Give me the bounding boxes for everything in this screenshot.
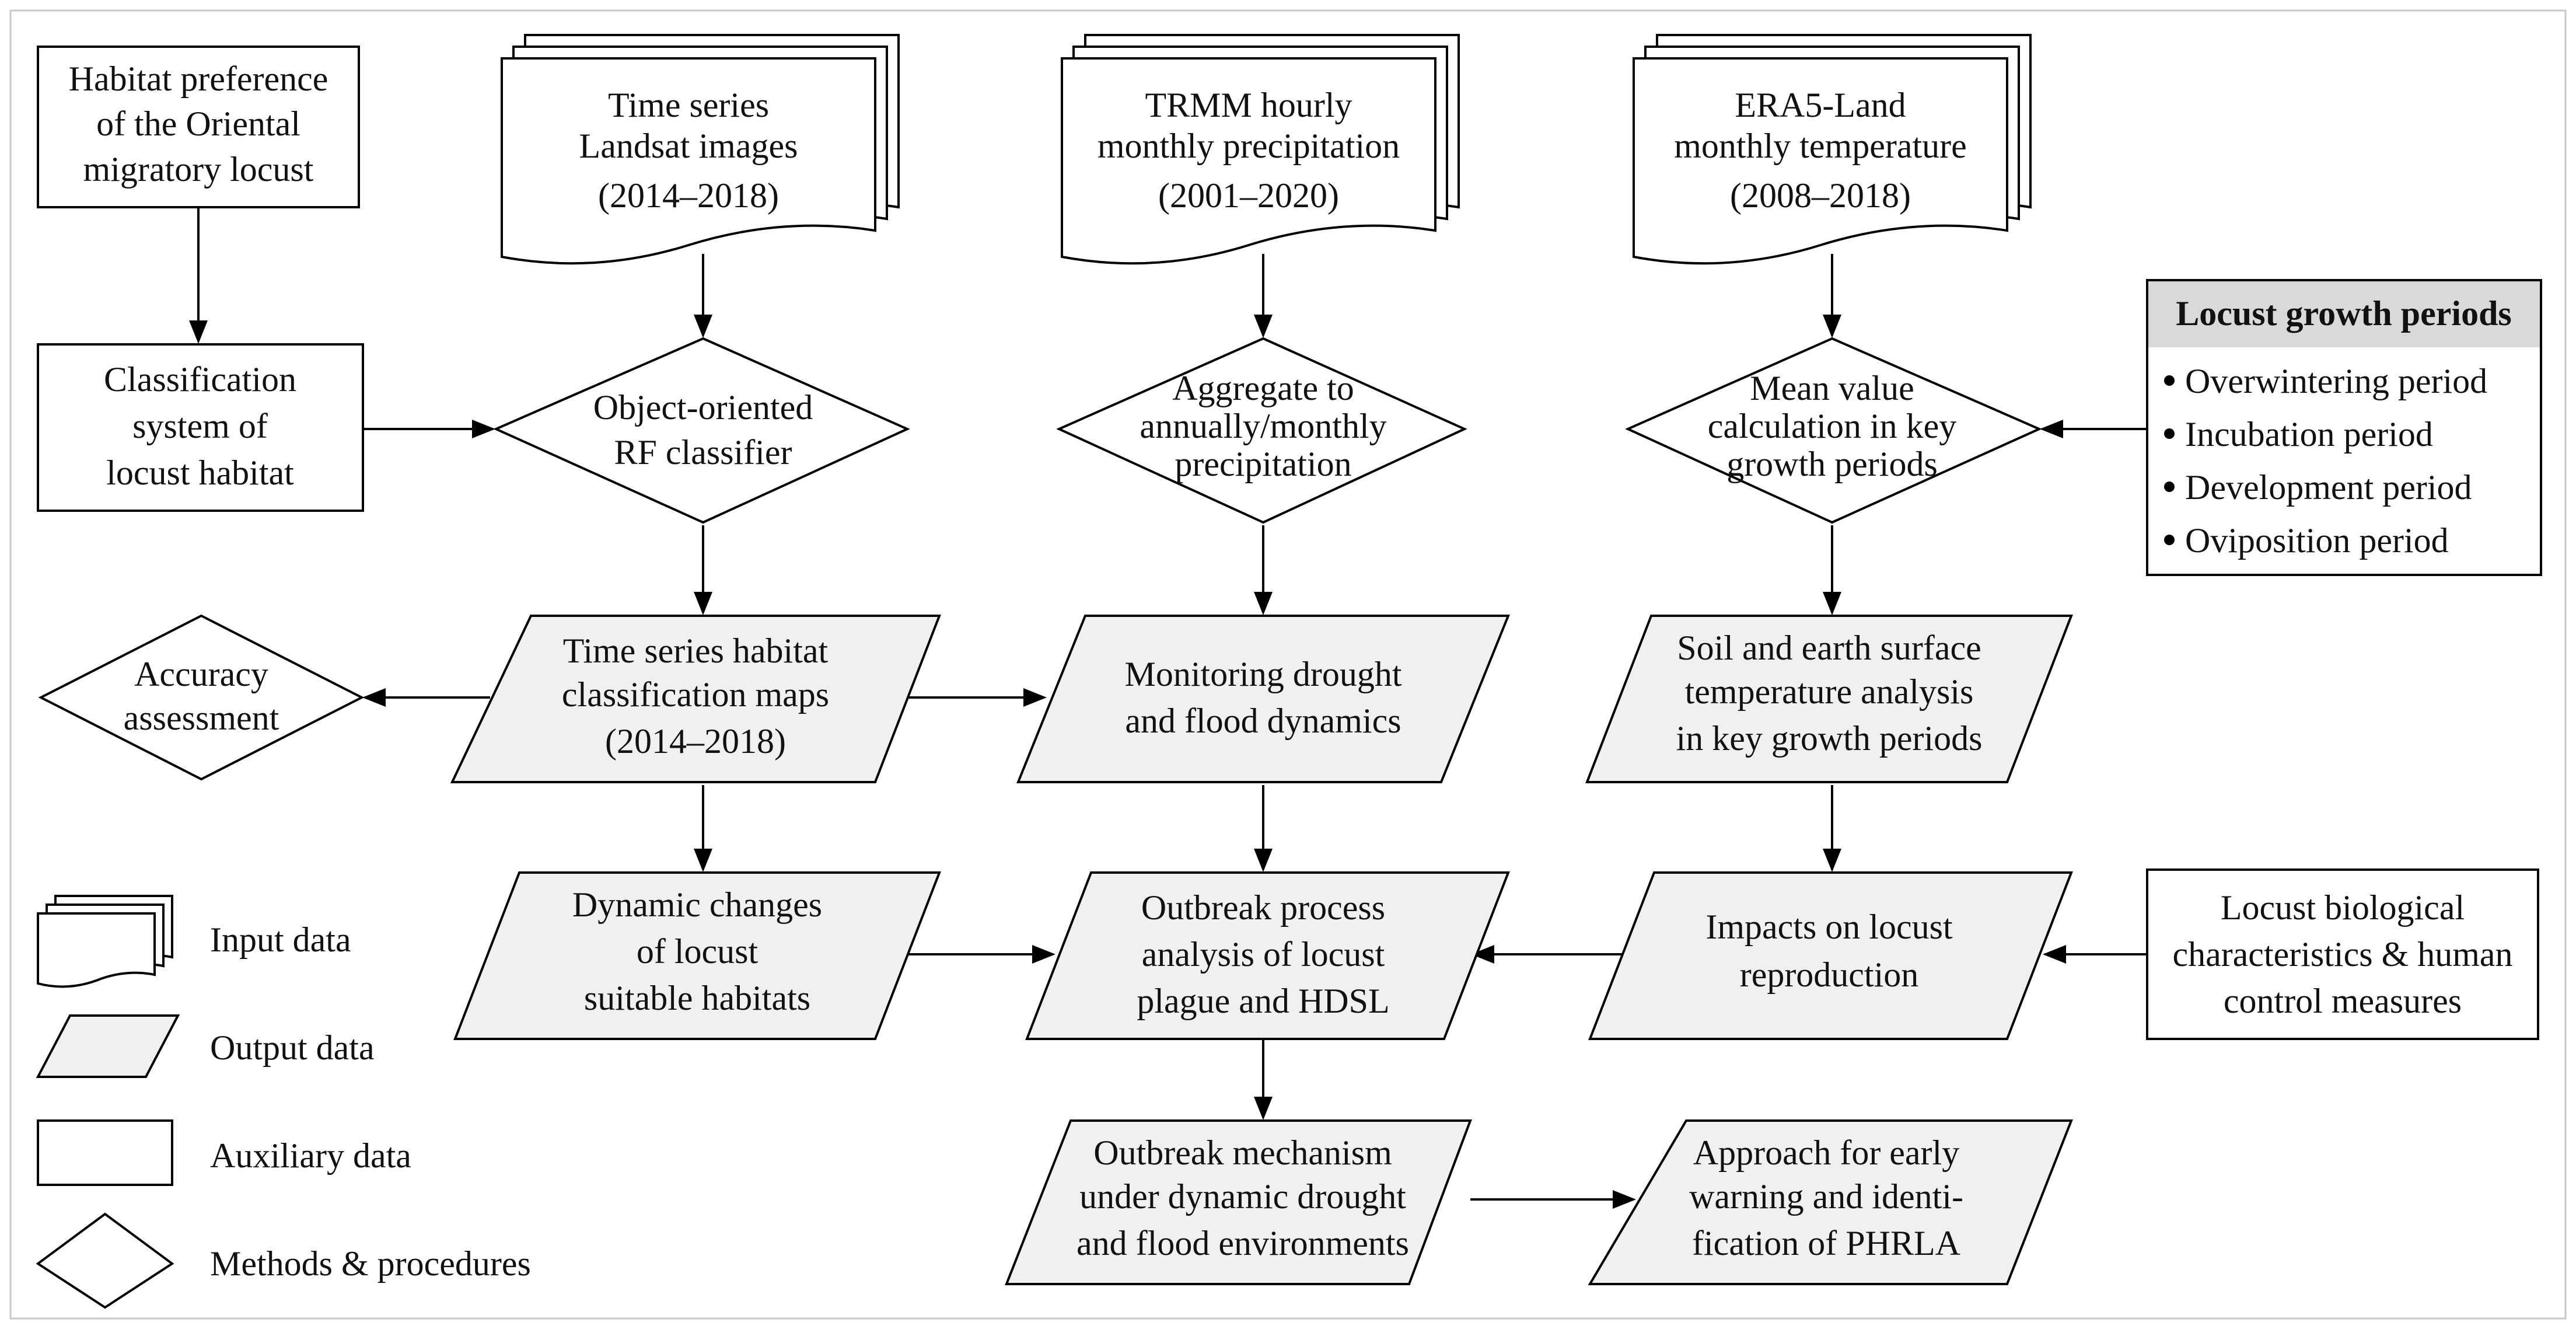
growth-period-item-4: Oviposition period — [2185, 521, 2449, 560]
growth-period-item-1: Overwintering period — [2185, 362, 2487, 400]
input-landsat-line-2: Landsat images — [579, 127, 798, 165]
output-impacts-reproduction: Impacts on locust reproduction — [1588, 871, 2073, 1040]
output-habitat-maps-line-3: (2014–2018) — [605, 722, 786, 761]
aux-biological-line-2: characteristics & human — [2172, 935, 2512, 974]
aux-habitat-preference: Habitat preference of the Oriental migra… — [37, 46, 360, 208]
output-approach-warning: Approach for early warning and identi- f… — [1588, 1119, 2073, 1285]
input-trmm-line-3: (2001–2020) — [1158, 176, 1339, 215]
input-landsat: Time series Landsat images (2014–2018) — [501, 34, 900, 265]
output-outbreak-process-line-3: plague and HDSL — [1137, 982, 1389, 1020]
method-mean-line-2: calculation in key — [1708, 407, 1957, 445]
input-landsat-line-3: (2014–2018) — [598, 176, 779, 215]
method-rf-line-1: Object-oriented — [593, 388, 813, 427]
legend-methods-symbol — [36, 1212, 174, 1309]
aux-classification-system: Classification system of locust habitat — [37, 343, 364, 512]
legend: Input data Output data Auxiliary data Me… — [36, 895, 531, 1309]
output-impacts-line-1: Impacts on locust — [1705, 908, 1953, 946]
aux-habitat-preference-line-2: of the Oriental — [96, 104, 300, 143]
growth-period-item-3: Development period — [2185, 468, 2472, 507]
growth-periods-header — [2147, 280, 2541, 347]
input-era5-line-2: monthly temperature — [1674, 127, 1967, 165]
output-drought-flood: Monitoring drought and flood dynamics — [1016, 615, 1510, 783]
output-drought-flood-line-1: Monitoring drought — [1125, 655, 1402, 693]
method-accuracy-line-2: assessment — [124, 699, 279, 737]
input-trmm-line-1: TRMM hourly — [1145, 86, 1352, 124]
output-outbreak-process-line-2: analysis of locust — [1142, 935, 1385, 974]
connectors — [189, 207, 2147, 1209]
output-drought-flood-line-2: and flood dynamics — [1125, 702, 1401, 740]
growth-period-bullet-2 — [2164, 428, 2175, 439]
aux-biological-characteristics: Locust biological characteristics & huma… — [2146, 868, 2539, 1040]
output-soil-temp-line-2: temperature analysis — [1685, 672, 1974, 711]
outer-frame — [9, 9, 2567, 1320]
method-rf-classifier: Object-oriented RF classifier — [493, 337, 910, 524]
method-accuracy-line-1: Accuracy — [134, 655, 268, 693]
method-aggregate: Aggregate to annually/monthly precipitat… — [1056, 337, 1467, 524]
aux-classification-system-line-1: Classification — [104, 360, 296, 399]
aux-biological-line-1: Locust biological — [2221, 888, 2465, 927]
output-dynamic-changes-line-1: Dynamic changes — [572, 885, 822, 924]
method-aggregate-line-3: precipitation — [1175, 445, 1351, 483]
legend-auxiliary-label: Auxiliary data — [210, 1136, 411, 1175]
output-habitat-maps-line-2: classification maps — [562, 675, 829, 714]
growth-period-bullet-1 — [2164, 375, 2175, 386]
legend-methods-label: Methods & procedures — [210, 1244, 531, 1283]
method-aggregate-line-1: Aggregate to — [1172, 369, 1354, 407]
method-rf-line-2: RF classifier — [614, 433, 792, 472]
output-outbreak-process: Outbreak process analysis of locust plag… — [1025, 871, 1510, 1040]
output-habitat-maps-line-1: Time series habitat — [563, 632, 829, 670]
input-era5-line-1: ERA5-Land — [1735, 86, 1906, 124]
output-impacts-line-2: reproduction — [1740, 955, 1919, 994]
growth-period-bullet-4 — [2164, 535, 2175, 545]
growth-period-bullet-3 — [2164, 482, 2175, 492]
method-mean-line-1: Mean value — [1750, 369, 1914, 407]
input-era5: ERA5-Land monthly temperature (2008–2018… — [1633, 34, 2032, 265]
input-landsat-line-1: Time series — [608, 86, 769, 124]
output-approach-line-3: fication of PHRLA — [1692, 1224, 1960, 1262]
output-habitat-maps: Time series habitat classification maps … — [450, 615, 941, 783]
growth-periods-panel: Locust growth periods Overwintering peri… — [2146, 279, 2542, 576]
output-soil-temp-line-1: Soil and earth surface — [1677, 629, 1981, 667]
aux-habitat-preference-line-1: Habitat preference — [69, 60, 328, 98]
legend-output-label: Output data — [210, 1028, 375, 1067]
legend-auxiliary-symbol — [37, 1119, 173, 1186]
legend-input-label: Input data — [210, 920, 351, 959]
input-era5-line-3: (2008–2018) — [1730, 176, 1911, 215]
output-approach-line-1: Approach for early — [1693, 1133, 1959, 1172]
output-mechanism-line-2: under dynamic drought — [1079, 1177, 1406, 1216]
aux-habitat-preference-line-3: migratory locust — [83, 150, 314, 189]
output-soil-temperature: Soil and earth surface temperature analy… — [1585, 615, 2073, 783]
method-mean-line-3: growth periods — [1726, 445, 1938, 483]
aux-classification-system-line-2: system of — [132, 407, 268, 445]
growth-periods-title: Locust growth periods — [2176, 294, 2512, 333]
output-approach-line-2: warning and identi- — [1689, 1177, 1963, 1216]
aux-classification-system-line-3: locust habitat — [106, 454, 294, 492]
output-outbreak-process-line-1: Outbreak process — [1141, 888, 1385, 927]
input-trmm: TRMM hourly monthly precipitation (2001–… — [1061, 34, 1460, 265]
growth-period-item-2: Incubation period — [2185, 415, 2433, 454]
legend-input-symbol — [37, 895, 173, 988]
output-mechanism-line-1: Outbreak mechanism — [1093, 1133, 1392, 1172]
output-dynamic-changes: Dynamic changes of locust suitable habit… — [453, 871, 941, 1040]
input-trmm-line-2: monthly precipitation — [1097, 127, 1400, 165]
aux-biological-line-3: control measures — [2224, 982, 2462, 1020]
method-aggregate-line-2: annually/monthly — [1140, 407, 1386, 445]
output-dynamic-changes-line-2: of locust — [637, 932, 759, 971]
method-accuracy-assessment: Accuracy assessment — [38, 614, 365, 781]
output-mechanism-line-3: and flood environments — [1076, 1224, 1409, 1262]
output-dynamic-changes-line-3: suitable habitats — [584, 979, 810, 1017]
legend-output-symbol — [36, 1014, 180, 1078]
method-mean-value: Mean value calculation in key growth per… — [1625, 337, 2042, 524]
output-soil-temp-line-3: in key growth periods — [1676, 719, 1983, 758]
output-outbreak-mechanism: Outbreak mechanism under dynamic drought… — [1005, 1119, 1472, 1285]
